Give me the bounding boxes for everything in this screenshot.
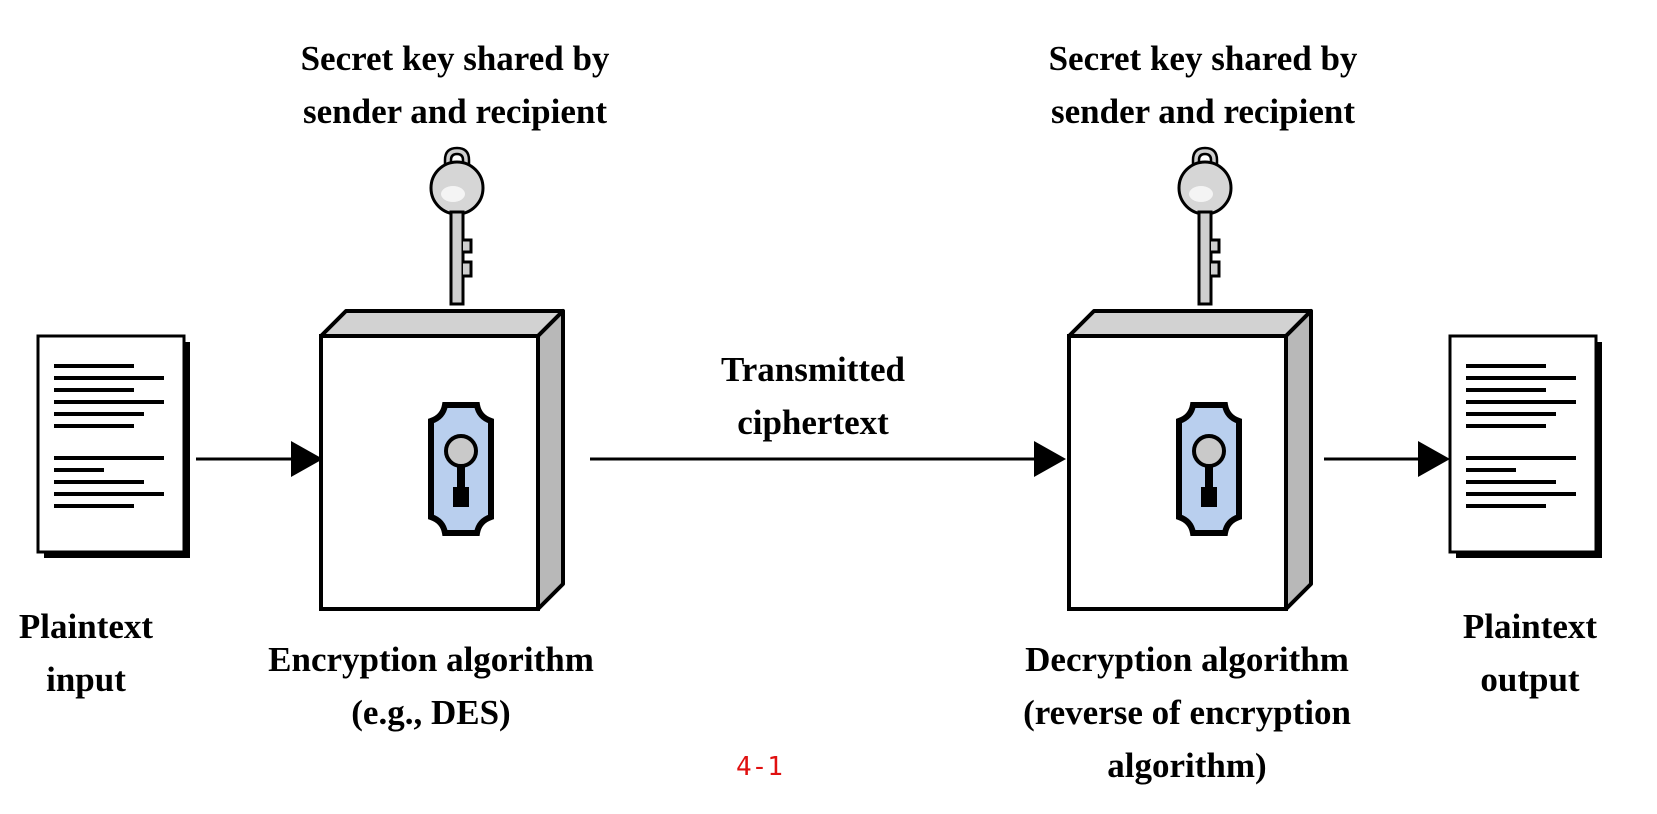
decryption-line2: (reverse of encryption — [1023, 693, 1351, 732]
key-label-left-line1: Secret key shared by — [300, 39, 610, 78]
key-label-right: Secret key shared by sender and recipien… — [1049, 32, 1358, 138]
encryption-algorithm-box — [321, 311, 563, 609]
key-label-right-line1: Secret key shared by — [1048, 39, 1358, 78]
plaintext-output-label: Plaintext output — [1463, 600, 1597, 706]
decryption-line1: Decryption algorithm — [1025, 640, 1349, 679]
figure-caption: 4-1 — [736, 752, 783, 782]
key-label-right-line2: sender and recipient — [1051, 92, 1355, 131]
plaintext-input-line1: Plaintext — [18, 607, 154, 646]
key-label-left: Secret key shared by sender and recipien… — [301, 32, 610, 138]
plaintext-output-line2: output — [1480, 660, 1580, 699]
transmitted-line1: Transmitted — [720, 350, 906, 389]
plaintext-output-line1: Plaintext — [1462, 607, 1598, 646]
transmitted-line2: ciphertext — [737, 403, 889, 442]
plaintext-input-line2: input — [46, 660, 126, 699]
transmitted-ciphertext-label: Transmitted ciphertext — [721, 343, 905, 449]
secret-key-icon-left — [429, 146, 485, 306]
decryption-algorithm-label: Decryption algorithm (reverse of encrypt… — [1023, 633, 1351, 792]
decryption-algorithm-box — [1069, 311, 1311, 609]
secret-key-icon-right — [1177, 146, 1233, 306]
plaintext-input-document-icon — [36, 334, 192, 560]
encryption-line2: (e.g., DES) — [351, 693, 511, 732]
encryption-line1: Encryption algorithm — [268, 640, 594, 679]
decryption-line3: algorithm) — [1107, 746, 1267, 785]
encryption-algorithm-label: Encryption algorithm (e.g., DES) — [268, 633, 594, 739]
key-label-left-line2: sender and recipient — [303, 92, 607, 131]
plaintext-input-label: Plaintext input — [19, 600, 153, 706]
plaintext-output-document-icon — [1448, 334, 1604, 560]
